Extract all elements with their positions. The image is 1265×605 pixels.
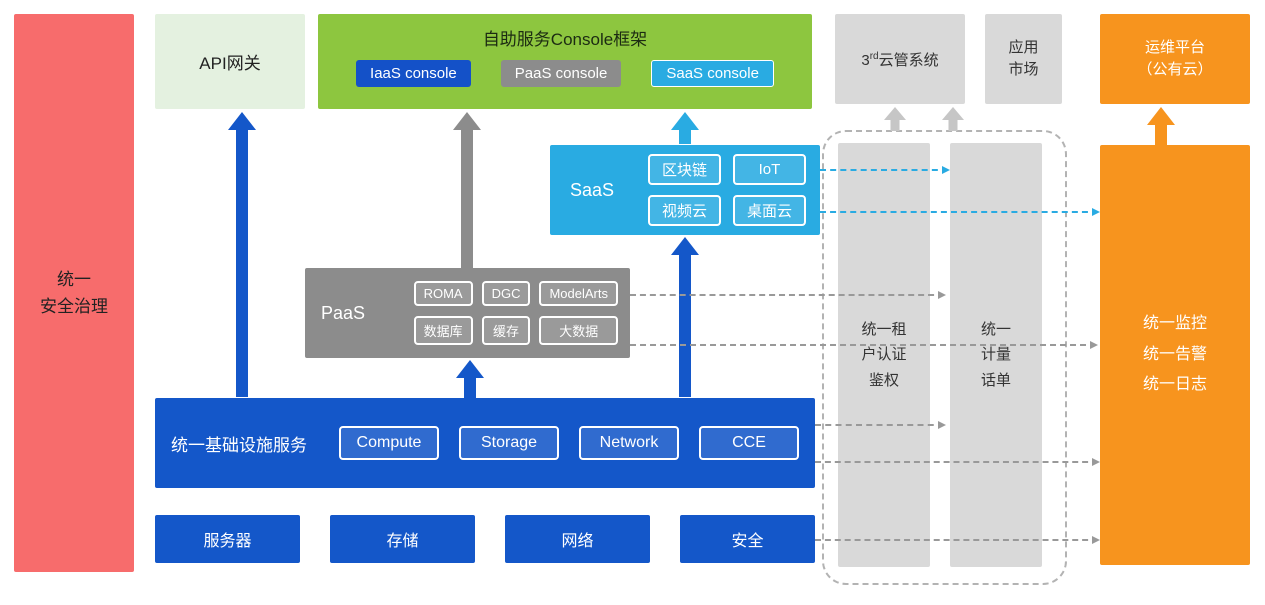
hardware-box-security: 安全 [680, 515, 815, 563]
dashed-line-infra-to-metering [815, 421, 946, 429]
hardware-box-storage: 存储 [330, 515, 475, 563]
dashed-line-paas-to-metering [630, 291, 946, 299]
saas-box: SaaS 区块链 IoT 视频云 桌面云 [550, 145, 820, 235]
hardware-box-server: 服务器 [155, 515, 300, 563]
om-platform-box: 运维平台 （公有云） [1100, 14, 1250, 104]
dashed-line-infra-to-monitor [815, 458, 1100, 466]
console-framework-box: 自助服务Console框架 IaaS console PaaS console … [318, 14, 812, 109]
saas-chip-grid: 区块链 IoT 视频云 桌面云 [647, 154, 806, 226]
paas-label: PaaS [321, 302, 366, 323]
paas-chip-cache: 缓存 [481, 316, 531, 345]
security-governance-label: 统一 安全治理 [40, 269, 108, 316]
infrastructure-chip-row: Compute Storage Network CCE [339, 426, 799, 460]
paas-chip-database: 数据库 [413, 316, 473, 345]
third-party-cms-label: 3rd云管系统 [861, 50, 939, 69]
infrastructure-label: 统一基础设施服务 [171, 435, 307, 455]
security-governance-bar: 统一 安全治理 [14, 14, 134, 572]
tenant-auth-bar: 统一租 户认证 鉴权 [838, 143, 930, 567]
infra-chip-compute: Compute [339, 426, 439, 460]
app-market-box: 应用 市场 [985, 14, 1062, 104]
saas-console-chip: SaaS console [651, 60, 774, 87]
arrow-saas-to-console [671, 112, 699, 144]
tenant-auth-label: 统一租 户认证 鉴权 [861, 320, 907, 389]
om-platform-label: 运维平台 （公有云） [1137, 38, 1213, 79]
arrow-auth-to-third-cms [884, 107, 906, 131]
app-market-label: 应用 市场 [1008, 38, 1039, 79]
api-gateway-label: API网关 [199, 54, 261, 73]
paas-console-chip: PaaS console [500, 60, 622, 87]
saas-chip-desktop-cloud: 桌面云 [732, 195, 806, 226]
saas-chip-blockchain: 区块链 [647, 154, 721, 185]
console-chip-row: IaaS console PaaS console SaaS console [356, 60, 774, 87]
shared-services-dashed-frame [822, 130, 1067, 585]
arrow-infra-to-saas [671, 237, 699, 397]
dashed-line-saas-to-auth [820, 166, 950, 174]
infrastructure-box: 统一基础设施服务 Compute Storage Network CCE [155, 398, 815, 488]
monitoring-bar: 统一监控 统一告警 统一日志 [1100, 145, 1250, 565]
saas-chip-video-cloud: 视频云 [647, 195, 721, 226]
arrow-paas-to-console [453, 112, 481, 268]
arrow-metering-to-third-cms [942, 107, 964, 131]
third-party-cms-box: 3rd云管系统 [835, 14, 965, 104]
arrow-monitor-to-om-platform [1147, 107, 1175, 145]
saas-chip-iot: IoT [732, 154, 806, 185]
infra-chip-storage: Storage [459, 426, 559, 460]
dashed-line-paas-to-monitor [630, 341, 1098, 349]
paas-chip-grid: ROMA DGC ModelArts 数据库 缓存 大数据 [413, 281, 618, 345]
metering-bar: 统一 计量 话单 [950, 143, 1042, 567]
infra-chip-cce: CCE [699, 426, 799, 460]
arrow-infra-to-api-gateway [228, 112, 256, 397]
paas-chip-dgc: DGC [481, 281, 531, 306]
monitoring-label: 统一监控 统一告警 统一日志 [1142, 315, 1207, 394]
paas-chip-bigdata: 大数据 [539, 316, 618, 345]
console-framework-title: 自助服务Console框架 [482, 30, 648, 49]
api-gateway-box: API网关 [155, 14, 305, 109]
dashed-line-hardware-to-monitor [815, 536, 1100, 544]
paas-box: PaaS ROMA DGC ModelArts 数据库 缓存 大数据 [305, 268, 630, 358]
arrow-infra-to-paas [456, 360, 484, 398]
dashed-line-saas-to-monitor [820, 208, 1100, 216]
saas-label: SaaS [570, 179, 615, 200]
paas-chip-roma: ROMA [413, 281, 473, 306]
hardware-box-network: 网络 [505, 515, 650, 563]
paas-chip-modelarts: ModelArts [539, 281, 618, 306]
iaas-console-chip: IaaS console [356, 60, 471, 87]
metering-label: 统一 计量 话单 [980, 320, 1011, 389]
infra-chip-network: Network [579, 426, 679, 460]
